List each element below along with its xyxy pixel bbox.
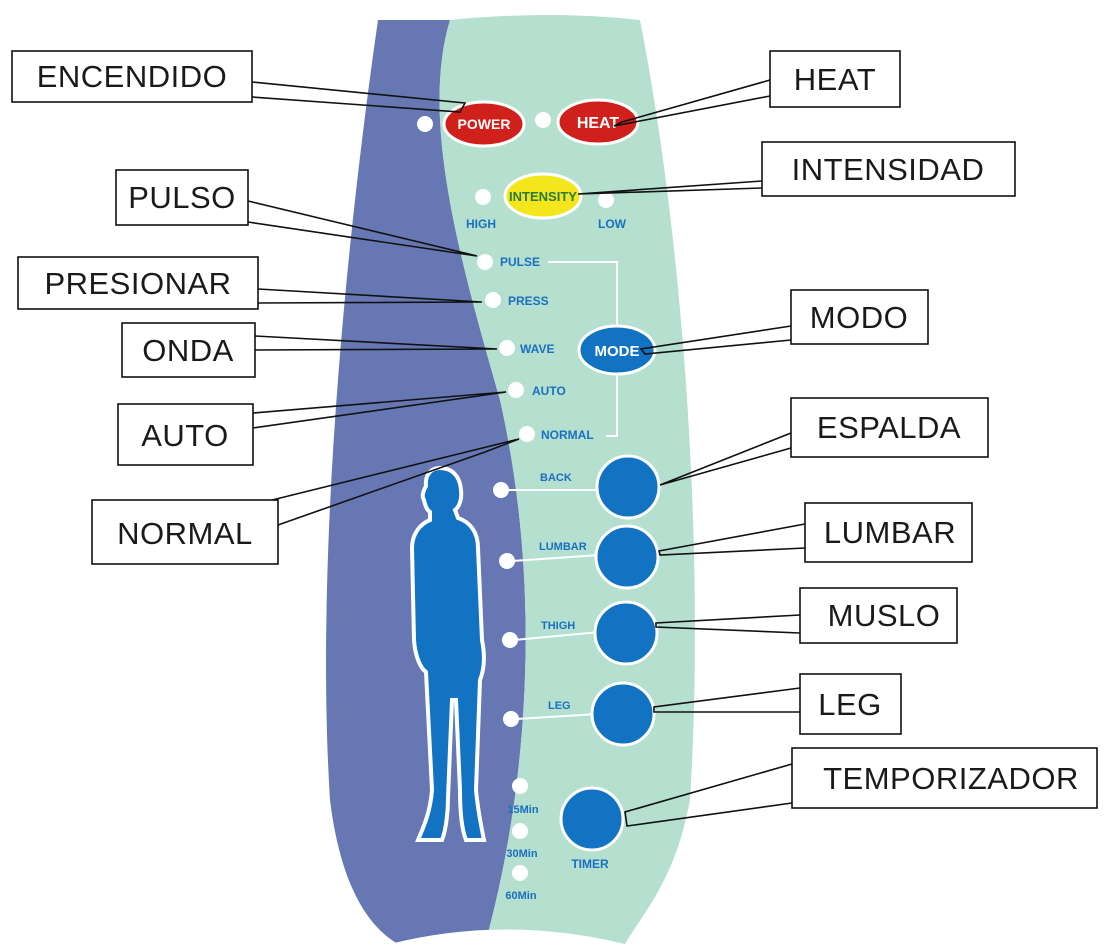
- timer-15-indicator-led: [512, 778, 528, 794]
- auto-indicator-led: [508, 382, 524, 398]
- callout-lumbar: LUMBAR: [805, 503, 972, 562]
- callout-onda: ONDA: [122, 323, 255, 377]
- callout-modo: MODO: [791, 290, 928, 344]
- callout-presionar: PRESIONAR: [18, 257, 258, 309]
- callout-leg-text: LEG: [818, 687, 882, 722]
- mode-button-label: MODE: [595, 343, 640, 360]
- callout-espalda: ESPALDA: [791, 398, 988, 457]
- high-label: HIGH: [466, 217, 496, 231]
- leg-indicator-led: [503, 711, 519, 727]
- callout-normal-text: NORMAL: [117, 516, 253, 551]
- back-indicator-led: [493, 482, 509, 498]
- callout-heat: HEAT: [770, 51, 900, 107]
- callout-pulso: PULSO: [116, 170, 248, 225]
- callout-auto-text: AUTO: [141, 418, 229, 453]
- wave-indicator-led: [499, 340, 515, 356]
- pulse-indicator-led: [477, 254, 493, 270]
- callout-muslo-text: MUSLO: [828, 598, 941, 633]
- callout-intensidad-text: INTENSIDAD: [792, 152, 985, 187]
- callout-auto: AUTO: [118, 404, 253, 465]
- leg-button[interactable]: [592, 683, 654, 745]
- intensity-button-label: INTENSITY: [509, 189, 577, 204]
- callout-muslo: MUSLO: [800, 588, 957, 643]
- callout-temporizador-text: TEMPORIZADOR: [823, 761, 1079, 796]
- thigh-indicator-led: [502, 632, 518, 648]
- auto-label: AUTO: [532, 384, 566, 398]
- callout-espalda-text: ESPALDA: [817, 410, 961, 445]
- lumbar-button[interactable]: [596, 526, 658, 588]
- callout-modo-text: MODO: [810, 300, 908, 335]
- callout-presionar-text: PRESIONAR: [44, 266, 231, 301]
- low-label: LOW: [598, 217, 627, 231]
- callout-intensidad: INTENSIDAD: [762, 142, 1015, 196]
- lumbar-label: LUMBAR: [539, 541, 587, 553]
- press-label: PRESS: [508, 294, 549, 308]
- callout-heat-text: HEAT: [794, 62, 876, 97]
- power-button-label: POWER: [458, 116, 511, 132]
- callout-encendido: ENCENDIDO: [12, 51, 252, 102]
- callout-normal: NORMAL: [92, 500, 278, 564]
- callout-encendido-text: ENCENDIDO: [37, 59, 228, 94]
- timer-60-indicator-led: [512, 865, 528, 881]
- normal-indicator-led: [519, 426, 535, 442]
- wave-label: WAVE: [520, 342, 554, 356]
- normal-label: NORMAL: [541, 428, 594, 442]
- low-indicator-led: [598, 192, 614, 208]
- press-indicator-led: [485, 292, 501, 308]
- callout-temporizador: TEMPORIZADOR: [792, 748, 1097, 808]
- leg-label: LEG: [548, 700, 571, 712]
- thigh-button[interactable]: [595, 602, 657, 664]
- lumbar-indicator-led: [499, 553, 515, 569]
- timer-30-indicator-led: [512, 823, 528, 839]
- timer-button-label: TIMER: [571, 857, 609, 871]
- pulse-label: PULSE: [500, 255, 540, 269]
- back-label: BACK: [540, 472, 572, 484]
- timer-60-label: 60Min: [505, 890, 536, 902]
- timer-button[interactable]: [561, 788, 623, 850]
- callout-onda-text: ONDA: [142, 333, 234, 368]
- high-indicator-led: [475, 189, 491, 205]
- heat-indicator-led: [535, 112, 551, 128]
- thigh-label: THIGH: [541, 620, 575, 632]
- callout-pulso-text: PULSO: [128, 180, 236, 215]
- heat-button-label: HEAT: [577, 115, 620, 132]
- back-button[interactable]: [597, 456, 659, 518]
- timer-30-label: 30Min: [506, 848, 537, 860]
- callout-lumbar-text: LUMBAR: [824, 515, 956, 550]
- timer-15-label: 15Min: [507, 804, 538, 816]
- callout-leg: LEG: [800, 674, 901, 734]
- power-indicator-led: [417, 116, 433, 132]
